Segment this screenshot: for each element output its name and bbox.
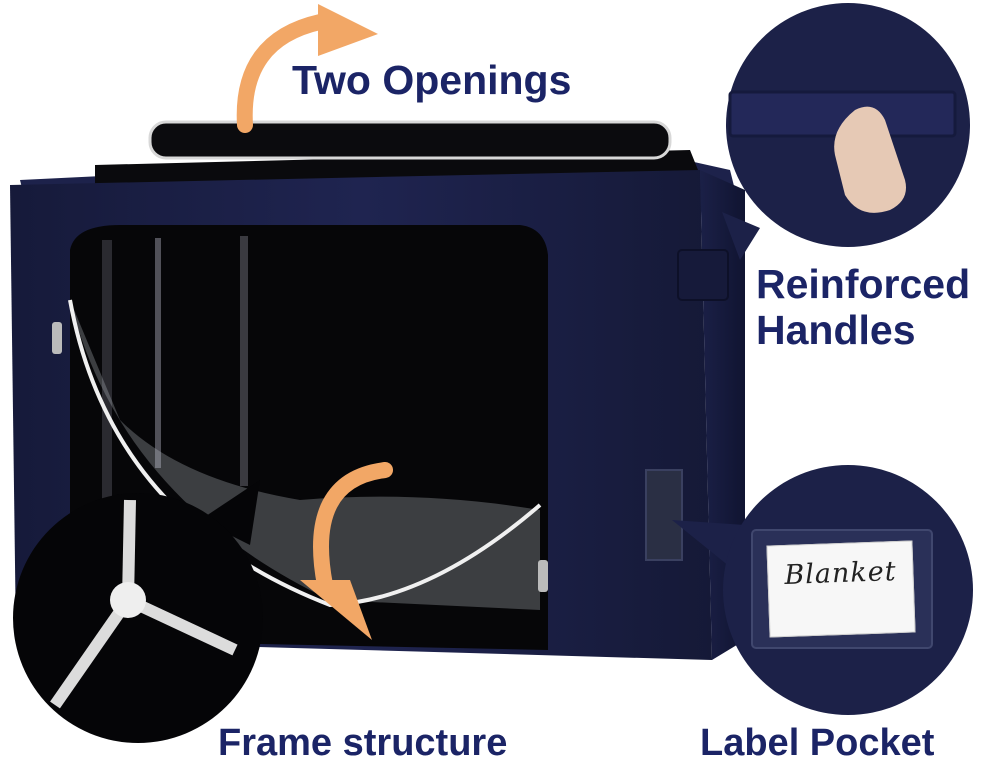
caption-handles-line2: Handles	[756, 306, 916, 353]
side-label-pocket	[645, 469, 683, 561]
frame-joint-icon	[110, 582, 146, 618]
zipper-pull-icon	[52, 322, 62, 354]
zipper-pull-icon	[538, 560, 548, 592]
arrow-down-icon	[313, 462, 393, 593]
arrow-head-icon	[300, 580, 372, 640]
hand-icon	[834, 106, 906, 213]
caption-reinforced-handles: Reinforced Handles	[756, 261, 971, 354]
caption-handles-line1: Reinforced	[756, 261, 971, 307]
label-card-text: Blanket	[783, 556, 898, 591]
caption-frame-structure: Frame structure	[218, 722, 508, 764]
frame-closeup	[13, 480, 263, 743]
arrow-head-icon	[318, 4, 378, 56]
label-card: Blanket	[766, 540, 916, 638]
handle-closeup	[722, 3, 970, 260]
arrow-up-icon	[236, 14, 328, 133]
side-handle	[677, 249, 729, 301]
caption-label-pocket: Label Pocket	[700, 722, 935, 764]
caption-two-openings: Two Openings	[292, 57, 572, 103]
